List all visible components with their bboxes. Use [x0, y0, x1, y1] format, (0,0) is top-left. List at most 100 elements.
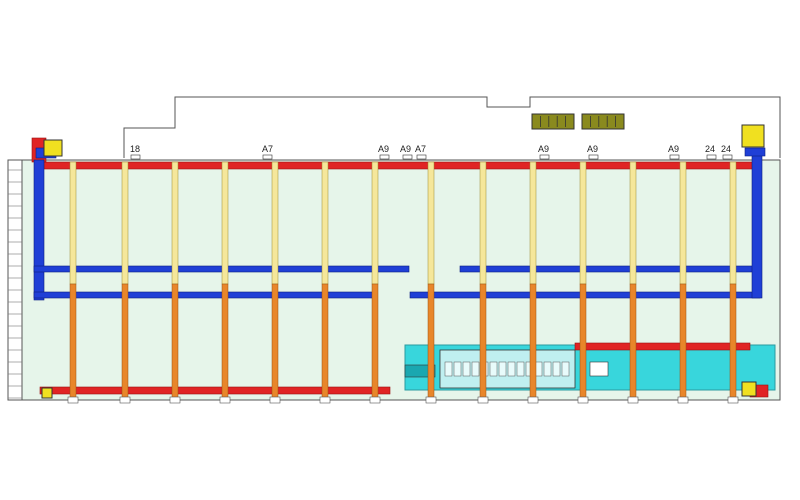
label-a9-3: A9 [538, 144, 549, 154]
cyan-cell [462, 361, 471, 377]
tag-marker [539, 154, 550, 160]
tag-marker [416, 154, 427, 160]
cyan-cell [444, 361, 453, 377]
column-upper [529, 161, 537, 285]
column-lower [427, 283, 435, 401]
column [577, 161, 589, 404]
column [369, 161, 381, 404]
red-duct-top [39, 161, 756, 170]
building-outline [123, 96, 781, 158]
cyan-cell [516, 361, 525, 377]
column [727, 161, 739, 404]
cyan-cell [543, 361, 552, 377]
column-base [425, 396, 437, 404]
cyan-cell [471, 361, 480, 377]
cyan-equipment-zone [404, 344, 776, 391]
column-grid [67, 161, 739, 404]
cyan-cell [507, 361, 516, 377]
blue-duct-row1-right [459, 265, 761, 273]
label-a9-5: A9 [668, 144, 679, 154]
column [319, 161, 331, 404]
column-upper [371, 161, 379, 285]
column-upper [121, 161, 129, 285]
column-base [67, 396, 79, 404]
column-base [169, 396, 181, 404]
column-upper [629, 161, 637, 285]
tag-marker [402, 154, 413, 160]
column [425, 161, 437, 404]
label-a7-2: A7 [415, 144, 426, 154]
red-duct-right-lower [574, 342, 751, 351]
tag-marker [379, 154, 390, 160]
column-lower [121, 283, 129, 401]
column-base [269, 396, 281, 404]
grid-labels: 18 A7 A9 A9 A7 A9 A9 A9 24 24 [130, 144, 731, 154]
ahu-right [741, 124, 765, 148]
column-base [577, 396, 589, 404]
column-lower [171, 283, 179, 401]
column-lower [729, 283, 737, 401]
column-lower [629, 283, 637, 401]
column [119, 161, 131, 404]
column [477, 161, 489, 404]
cyan-cell [453, 361, 462, 377]
blue-duct-row1-left [33, 265, 410, 273]
column [169, 161, 181, 404]
column-upper [221, 161, 229, 285]
blue-duct-top-right [744, 147, 766, 157]
label-18: 18 [130, 144, 140, 154]
column-base [677, 396, 689, 404]
column-lower [371, 283, 379, 401]
column [527, 161, 539, 404]
cyan-cell [498, 361, 507, 377]
column-lower [479, 283, 487, 401]
column-base [119, 396, 131, 404]
column-lower [271, 283, 279, 401]
label-24-2: 24 [721, 144, 731, 154]
column-upper [271, 161, 279, 285]
column-upper [321, 161, 329, 285]
cyan-cell [552, 361, 561, 377]
column-upper [427, 161, 435, 285]
column-upper [679, 161, 687, 285]
tag-marker [588, 154, 599, 160]
column-upper [479, 161, 487, 285]
ahu-bottom-left [41, 387, 53, 399]
column-base [627, 396, 639, 404]
column-lower [529, 283, 537, 401]
ahu-left [43, 139, 63, 157]
column-base [727, 396, 739, 404]
column [67, 161, 79, 404]
label-tags [130, 154, 733, 160]
column-base [527, 396, 539, 404]
column-upper [171, 161, 179, 285]
label-24-1: 24 [705, 144, 715, 154]
tag-marker [130, 154, 141, 160]
label-a7-1: A7 [262, 144, 273, 154]
column [677, 161, 689, 404]
column [219, 161, 231, 404]
stair-icon [7, 159, 23, 401]
cyan-cell [489, 361, 498, 377]
blue-duct-left-riser [33, 159, 45, 301]
ahu-bottom-right [741, 381, 757, 397]
column-upper [579, 161, 587, 285]
label-a9-2: A9 [400, 144, 411, 154]
column-base [219, 396, 231, 404]
column-lower [679, 283, 687, 401]
column-upper [729, 161, 737, 285]
column-lower [221, 283, 229, 401]
tag-marker [262, 154, 273, 160]
blue-duct-right-riser [751, 154, 763, 299]
tag-marker [722, 154, 733, 160]
column-lower [321, 283, 329, 401]
equipment-unit-icon [531, 113, 625, 130]
column-base [369, 396, 381, 404]
column-lower [69, 283, 77, 401]
column-base [319, 396, 331, 404]
cyan-cell [561, 361, 570, 377]
tag-marker [669, 154, 680, 160]
label-a9-1: A9 [378, 144, 389, 154]
column [627, 161, 639, 404]
